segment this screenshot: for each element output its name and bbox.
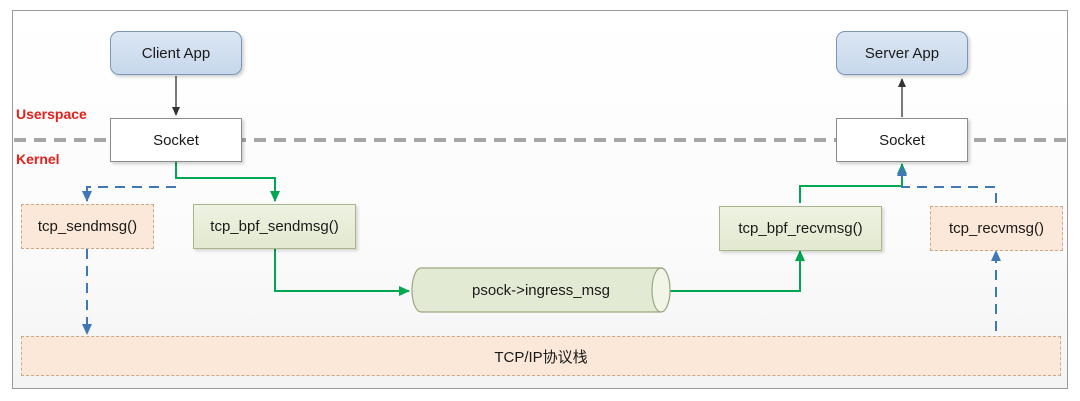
kernel-label: Kernel (16, 151, 60, 167)
client-app-node: Client App (110, 31, 242, 75)
ingress-queue-label: psock->ingress_msg (472, 281, 610, 299)
server-socket-node: Socket (836, 118, 968, 162)
server-app-node: Server App (836, 31, 968, 75)
tcp-bpf-recvmsg-node: tcp_bpf_recvmsg() (719, 206, 882, 251)
userspace-label: Userspace (16, 106, 87, 122)
bpf-sendmsg-to-queue-path (274, 249, 410, 296)
client-socket-node: Socket (110, 118, 242, 162)
ingress-queue-cylinder (411, 267, 671, 313)
tcp-ip-stack-node: TCP/IP协议栈 (21, 336, 1061, 376)
socket-to-tcp-sendmsg-path (82, 186, 176, 202)
socket-to-bpf-sendmsg-path (175, 162, 280, 202)
bpf-recvmsg-to-socket-path (799, 163, 907, 203)
tcp-recvmsg-to-socket-path (897, 165, 997, 203)
queue-to-bpf-recvmsg-path (668, 250, 805, 292)
tcp-bpf-sendmsg-node: tcp_bpf_sendmsg() (193, 204, 356, 249)
tcp-recvmsg-node: tcp_recvmsg() (930, 206, 1063, 251)
tcp-sendmsg-node: tcp_sendmsg() (21, 204, 154, 249)
